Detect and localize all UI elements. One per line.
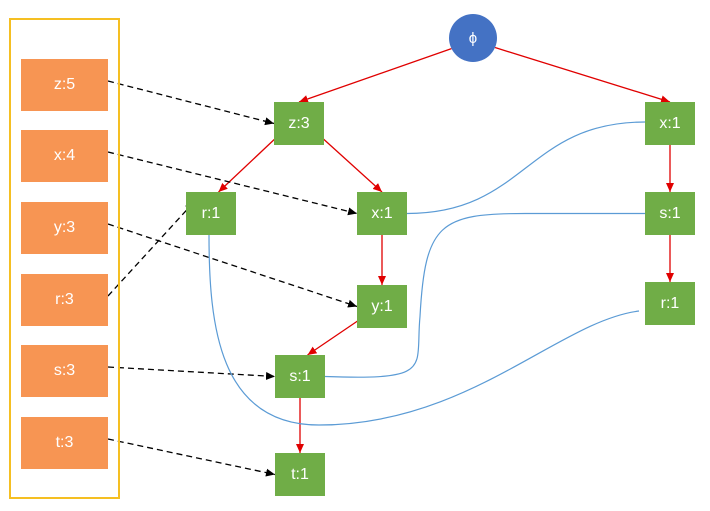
header-link-ht-t1 [107, 438, 276, 477]
header-item-x: x:4 [21, 130, 108, 182]
header-item-y: y:3 [21, 202, 108, 254]
header-item-t: t:3 [21, 417, 108, 469]
tree-node-z3: z:3 [274, 102, 324, 145]
tree-node-s1-middle: s:1 [275, 355, 325, 398]
root-node: ϕ [449, 14, 497, 62]
tree-edge-z3-r1a [218, 134, 280, 193]
node-link-s1a-s1b [324, 212, 645, 378]
tree-node-s1-right: s:1 [645, 192, 695, 235]
header-link-hx-x1a [107, 151, 358, 216]
tree-edge-root-x1b [494, 46, 671, 104]
header-item-r: r:3 [21, 274, 108, 326]
node-link-r1a-r1b [208, 234, 640, 426]
tree-edge-root-z3 [298, 47, 452, 103]
tree-edge-y1-s1a [307, 317, 363, 356]
tree-node-r1-left: r:1 [186, 192, 236, 235]
header-link-hz-z3 [107, 80, 275, 126]
header-table [9, 18, 120, 499]
header-link-hy-y1 [107, 223, 358, 308]
tree-edge-z3-x1a [318, 134, 383, 193]
header-link-hs-s1a [107, 366, 276, 380]
tree-node-y1: y:1 [357, 285, 407, 328]
node-link-x1a-x1b [406, 121, 646, 215]
tree-node-x1-middle: x:1 [357, 192, 407, 235]
tree-node-r1-right: r:1 [645, 282, 695, 325]
header-item-s: s:3 [21, 345, 108, 397]
tree-node-x1-right: x:1 [645, 102, 695, 145]
header-item-z: z:5 [21, 59, 108, 111]
tree-node-t1: t:1 [275, 453, 325, 496]
header-link-hr-r1a [107, 201, 195, 297]
